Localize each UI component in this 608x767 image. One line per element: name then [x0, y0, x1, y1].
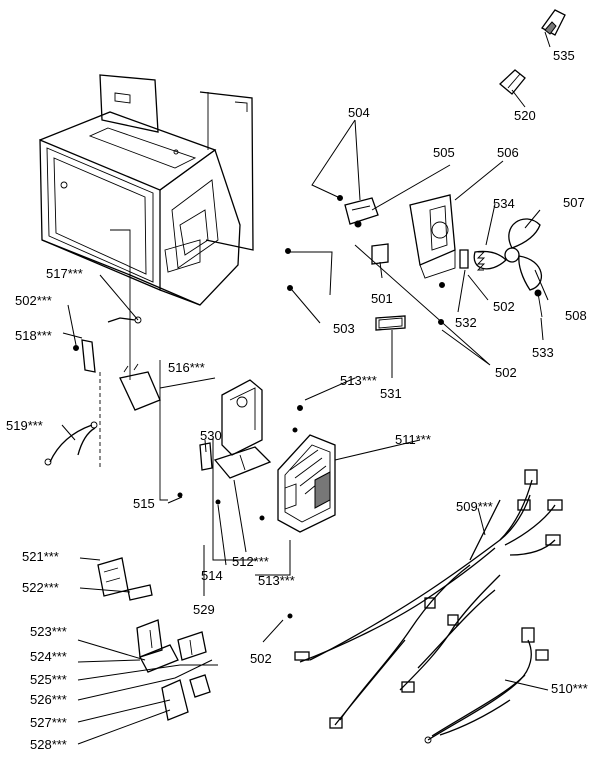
label-509: 509*** — [456, 499, 493, 514]
label-502a: 502 — [493, 299, 515, 314]
label-502d: 502 — [250, 651, 272, 666]
label-529: 529 — [193, 602, 215, 617]
left-small-parts — [44, 229, 168, 501]
label-502b: 502 — [495, 365, 517, 380]
label-507: 507 — [563, 195, 585, 210]
cavity-chassis — [39, 74, 254, 306]
label-528: 528*** — [30, 737, 67, 752]
label-506: 506 — [497, 145, 519, 160]
label-504: 504 — [348, 105, 370, 120]
leader-lines — [61, 31, 551, 745]
lamp-parts — [499, 9, 566, 95]
bracket-521 — [97, 557, 153, 601]
transformer — [277, 434, 336, 533]
interlock-switches — [136, 619, 211, 721]
label-534: 534 — [493, 196, 515, 211]
label-502c: 502*** — [15, 293, 52, 308]
wire-harness-509 — [294, 469, 563, 729]
label-523: 523*** — [30, 624, 67, 639]
label-526: 526*** — [30, 692, 67, 707]
label-530: 530 — [200, 428, 222, 443]
label-527: 527*** — [30, 715, 67, 730]
label-515: 515 — [133, 496, 155, 511]
label-510: 510*** — [551, 681, 588, 696]
label-522: 522*** — [22, 580, 59, 595]
label-512: 512*** — [232, 554, 269, 569]
label-524: 524*** — [30, 649, 67, 664]
label-518: 518*** — [15, 328, 52, 343]
label-513a: 513*** — [340, 373, 377, 388]
switch-block — [177, 379, 303, 619]
label-525: 525*** — [30, 672, 67, 687]
label-517: 517*** — [46, 266, 83, 281]
label-532: 532 — [455, 315, 477, 330]
label-521: 521*** — [22, 549, 59, 564]
callout-labels: 535 520 504 505 506 507 534 508 501 502 … — [6, 48, 588, 752]
label-519: 519*** — [6, 418, 43, 433]
label-513b: 513*** — [258, 573, 295, 588]
label-508: 508 — [565, 308, 587, 323]
label-501: 501 — [371, 291, 393, 306]
label-505: 505 — [433, 145, 455, 160]
label-535: 535 — [553, 48, 575, 63]
label-531: 531 — [380, 386, 402, 401]
label-533: 533 — [532, 345, 554, 360]
label-514: 514 — [201, 568, 223, 583]
label-516: 516*** — [168, 360, 205, 375]
label-511: 511*** — [395, 432, 431, 447]
label-520: 520 — [514, 108, 536, 123]
label-503: 503 — [333, 321, 355, 336]
